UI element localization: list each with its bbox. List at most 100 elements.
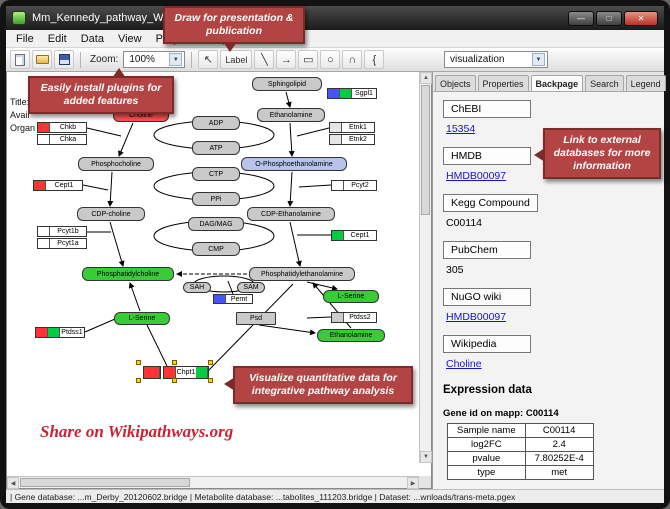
node-ptdss2[interactable]: Ptdss2 xyxy=(331,312,377,323)
node-sphingolipid[interactable]: Sphingolipid xyxy=(252,77,322,91)
node-pcyt1a[interactable]: Pcyt1a xyxy=(37,238,87,249)
node-cept1-right[interactable]: Cept1 xyxy=(331,230,377,241)
node-phosphatidylcholine[interactable]: Phosphatidylcholine xyxy=(82,267,174,281)
open-button[interactable] xyxy=(32,50,52,69)
node-etnk2[interactable]: Etnk2 xyxy=(329,134,375,145)
selection-handle[interactable] xyxy=(172,360,177,365)
node-ctp[interactable]: CTP xyxy=(192,167,240,181)
line-tool[interactable]: ╲ xyxy=(254,50,275,69)
table-cell: type xyxy=(447,465,526,480)
node-pemt[interactable]: Pemt xyxy=(213,294,253,304)
node-expression-block[interactable] xyxy=(143,366,161,379)
selection-handle[interactable] xyxy=(208,360,213,365)
expression-cell xyxy=(214,295,226,303)
maximize-button[interactable]: □ xyxy=(596,10,622,26)
gene-label: Pcyt2 xyxy=(344,182,376,189)
scroll-right-icon[interactable]: ▶ xyxy=(407,477,419,489)
node-atp[interactable]: ATP xyxy=(192,141,240,155)
node-pcyt1b[interactable]: Pcyt1b xyxy=(37,226,87,237)
menu-bar: FileEditDataViewPluginsHelp xyxy=(6,30,664,48)
menu-data[interactable]: Data xyxy=(80,32,104,45)
node-pcyt2[interactable]: Pcyt2 xyxy=(331,180,377,191)
node-l-serine-left[interactable]: L-Serine xyxy=(114,312,170,325)
scroll-left-icon[interactable]: ◀ xyxy=(7,477,19,489)
tab-backpage[interactable]: Backpage xyxy=(530,75,584,91)
selection-handle[interactable] xyxy=(172,378,177,383)
title-bar[interactable]: Mm_Kennedy_pathway_WP1771_45176.gp... — … xyxy=(6,6,664,30)
node-cept1-left[interactable]: Cept1 xyxy=(33,180,83,191)
ellipse-tool[interactable]: ○ xyxy=(320,50,341,69)
node-etnk1[interactable]: Etnk1 xyxy=(329,122,375,133)
vertical-scroll-thumb[interactable] xyxy=(421,85,430,215)
new-button[interactable] xyxy=(10,50,30,69)
save-icon xyxy=(58,54,70,65)
section-value-wikipedia[interactable]: Choline xyxy=(446,358,482,370)
node-sah[interactable]: SAH xyxy=(183,282,211,293)
menu-file[interactable]: File xyxy=(16,32,34,45)
horizontal-scrollbar[interactable]: ◀ ▶ xyxy=(7,476,419,489)
selection-handle[interactable] xyxy=(136,360,141,365)
menu-edit[interactable]: Edit xyxy=(47,32,67,45)
gene-label: Pemt xyxy=(226,295,252,303)
zoom-select[interactable]: 100% ▼ xyxy=(123,51,186,68)
node-dag-mag[interactable]: DAG/MAG xyxy=(188,217,244,231)
menu-view[interactable]: View xyxy=(117,32,142,45)
node-sam[interactable]: SAM xyxy=(237,282,265,293)
tab-legend[interactable]: Legend xyxy=(625,75,666,91)
tab-objects[interactable]: Objects xyxy=(435,75,476,91)
close-button[interactable]: ✕ xyxy=(624,10,658,26)
expression-cell xyxy=(328,89,340,98)
node-ethanolamine-top[interactable]: Ethanolamine xyxy=(257,108,325,122)
node-l-serine-right[interactable]: L-Serine xyxy=(323,290,379,303)
table-cell: C00114 xyxy=(524,423,594,438)
gene-label: Pcyt1b xyxy=(50,228,86,235)
node-cdp-choline[interactable]: CDP-choline xyxy=(77,207,145,221)
expression-cell xyxy=(38,135,50,144)
scroll-up-icon[interactable]: ▲ xyxy=(420,72,432,84)
arrow-tool[interactable]: → xyxy=(276,50,297,69)
brace-tool[interactable]: { xyxy=(364,50,385,69)
section-value-pubchem: 305 xyxy=(446,264,464,276)
node-phosphocholine[interactable]: Phosphocholine xyxy=(78,157,154,171)
node-ethanolamine-bottom[interactable]: Ethanolamine xyxy=(317,329,385,342)
node-sgpl1[interactable]: Sgpl1 xyxy=(327,88,377,99)
node-adp[interactable]: ADP xyxy=(192,116,240,130)
node-cdp-ethanolamine[interactable]: CDP-Ethanolamine xyxy=(247,207,335,221)
selection-handle[interactable] xyxy=(136,378,141,383)
gene-label: Ptdss2 xyxy=(344,314,376,321)
pointer-tool[interactable]: ↖ xyxy=(198,50,219,69)
expression-cell xyxy=(36,328,48,337)
table-cell: pvalue xyxy=(447,451,526,466)
scroll-down-icon[interactable]: ▼ xyxy=(420,451,432,463)
horizontal-scroll-thumb[interactable] xyxy=(20,478,190,487)
node-psd[interactable]: Psd xyxy=(236,312,276,325)
tab-properties[interactable]: Properties xyxy=(477,75,529,91)
node-chka[interactable]: Chka xyxy=(37,134,87,145)
node-chkb[interactable]: Chkb xyxy=(37,122,87,133)
section-value-hmdb[interactable]: HMDB00097 xyxy=(446,170,507,182)
status-bar: | Gene database: ...m_Derby_20120602.bri… xyxy=(6,489,664,503)
label-tool[interactable]: Label xyxy=(220,50,253,69)
node-cmp[interactable]: CMP xyxy=(192,242,240,256)
rectangle-tool[interactable]: ▭ xyxy=(298,50,319,69)
node-o-phosphoethanolamine[interactable]: O-Phosphoethanolamine xyxy=(241,157,347,171)
node-ptdss1[interactable]: Ptdss1 xyxy=(35,327,85,338)
gene-label: Etnk2 xyxy=(342,136,374,143)
app-icon xyxy=(12,11,26,25)
selection-handle[interactable] xyxy=(208,378,213,383)
node-ppi[interactable]: PPi xyxy=(192,192,240,206)
node-phosphatidylethanolamine[interactable]: Phosphatidylethanolamine xyxy=(249,267,355,281)
callout-install-plugins: Easily install plugins for added feature… xyxy=(28,68,174,115)
save-button[interactable] xyxy=(54,50,74,69)
node-chpt1[interactable]: Chpt1 xyxy=(163,366,209,379)
arc-tool[interactable]: ∩ xyxy=(342,50,363,69)
visualization-select[interactable]: visualization ▼ xyxy=(444,51,548,68)
minimize-button[interactable]: — xyxy=(568,10,594,26)
section-value-chebi[interactable]: 15354 xyxy=(446,123,476,135)
vertical-scrollbar[interactable]: ▲ ▼ xyxy=(419,72,432,463)
tab-search[interactable]: Search xyxy=(585,75,624,91)
section-value-nugo-wiki[interactable]: HMDB00097 xyxy=(446,311,507,323)
